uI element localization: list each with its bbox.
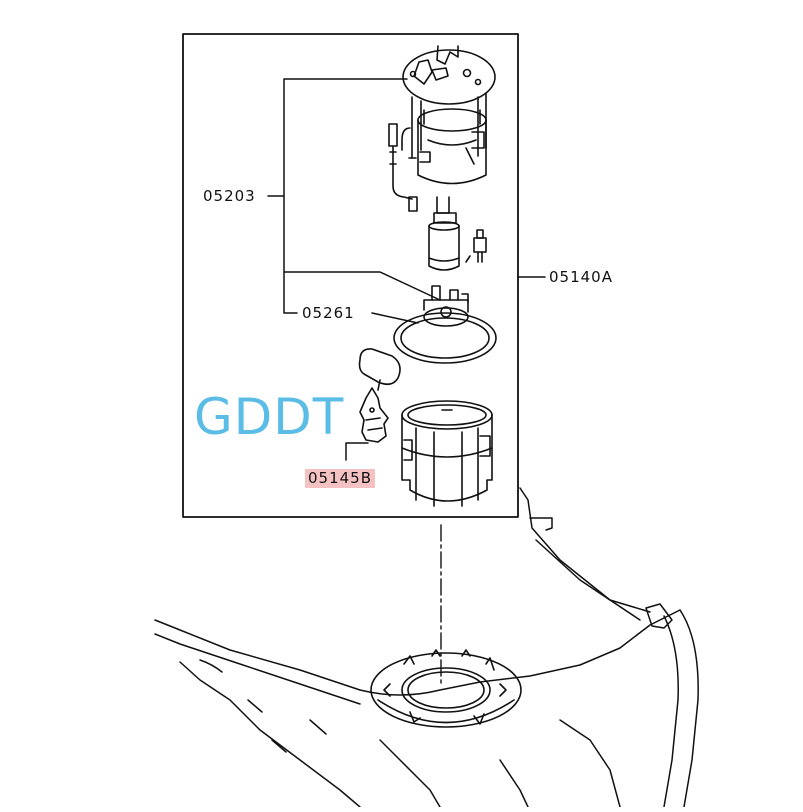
label-assembly: 05203 bbox=[203, 187, 256, 205]
label-pump-unit: 05140A bbox=[549, 268, 613, 286]
fuel-level-sender bbox=[358, 348, 401, 443]
fuel-tank bbox=[154, 487, 699, 808]
reservoir-canister bbox=[401, 108, 487, 185]
watermark-text: GDDT bbox=[194, 388, 345, 446]
pump-bracket bbox=[423, 285, 469, 327]
pressure-regulator bbox=[465, 229, 487, 263]
fuel-pump-motor bbox=[428, 196, 460, 271]
reservoir-bucket bbox=[401, 400, 493, 507]
leader-lines bbox=[267, 78, 546, 461]
tank-opening bbox=[370, 649, 522, 728]
sensor-wire bbox=[388, 123, 418, 212]
detail-frame bbox=[182, 33, 519, 518]
gasket-ring bbox=[393, 312, 497, 364]
label-gasket: 05261 bbox=[302, 304, 355, 322]
label-sender-highlighted: 05145B bbox=[305, 469, 376, 488]
pump-flange bbox=[402, 45, 496, 159]
